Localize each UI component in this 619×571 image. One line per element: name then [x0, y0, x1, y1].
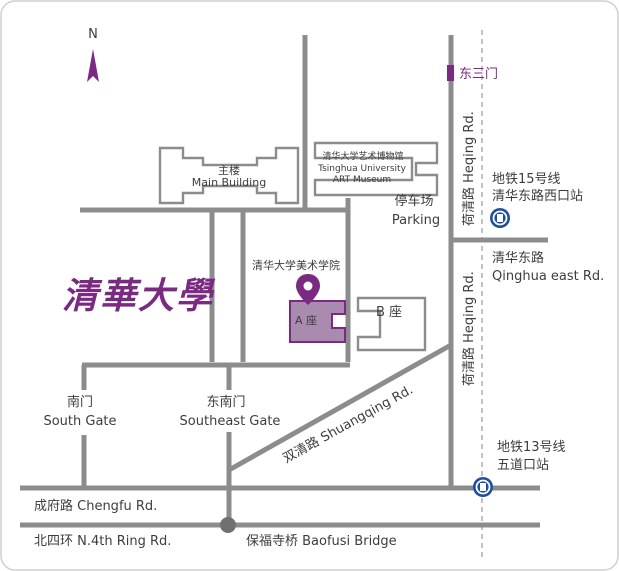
a-block-shape[interactable]	[289, 300, 346, 343]
metro15-station-label: 清华东路西口站	[492, 188, 583, 204]
north-arrow-icon	[87, 49, 99, 82]
baofusi-bridge-label: 保福寺桥 Baofusi Bridge	[246, 534, 397, 549]
tsinghua-logo-text: 清華大學	[62, 275, 216, 317]
heqing-road-label-top: 荷清路 Heqing Rd.	[461, 111, 477, 226]
roads	[20, 30, 548, 560]
metro15-line-label: 地铁15号线	[492, 172, 561, 187]
parking-label-en: Parking	[392, 213, 440, 228]
north-label: N	[88, 27, 98, 42]
main-building-label-cn: 主楼	[218, 163, 240, 177]
main-building-label-en: Main Building	[192, 176, 266, 189]
b-block-label: B 座	[376, 305, 402, 320]
metro-icon[interactable]	[490, 208, 510, 228]
south-gate-label-cn: 南门	[67, 394, 93, 410]
shuangqing-road	[227, 342, 453, 473]
qinghua-east-label-cn: 清华东路	[492, 250, 544, 266]
buildings	[158, 141, 439, 352]
b-block-shape	[356, 296, 427, 352]
metro13-station-label: 五道口站	[497, 458, 549, 473]
art-museum-label-en2: ART Museum	[333, 175, 391, 185]
east-gate-label: 东三门	[459, 67, 498, 82]
southeast-gate-label-en: Southeast Gate	[180, 414, 281, 429]
art-museum-label-en1: Tsinghua University	[317, 164, 406, 174]
south-gate-label-en: South Gate	[43, 414, 116, 429]
location-pin-icon[interactable]	[296, 274, 320, 305]
art-museum-shape	[313, 141, 439, 197]
ring4-road-label: 北四环 N.4th Ring Rd.	[34, 534, 171, 549]
chengfu-road-label: 成府路 Chengfu Rd.	[34, 498, 157, 514]
main-building-shape	[158, 146, 300, 205]
heqing-road-label-bottom: 荷清路 Heqing Rd.	[461, 271, 477, 386]
metro-icon[interactable]	[473, 477, 493, 497]
art-museum-label-cn: 清华大学艺术博物馆	[322, 150, 403, 162]
qinghua-east-label-en: Qinghua east Rd.	[492, 269, 604, 284]
east-gate-marker	[447, 65, 454, 81]
a-block-label: A 座	[295, 313, 317, 327]
metro13-line-label: 地铁13号线	[497, 440, 566, 455]
parking-label-cn: 停车场	[394, 193, 433, 209]
academy-label: 清华大学美术学院	[252, 258, 340, 272]
southeast-gate-label-cn: 东南门	[206, 394, 245, 410]
baofusi-bridge-marker	[220, 517, 236, 533]
